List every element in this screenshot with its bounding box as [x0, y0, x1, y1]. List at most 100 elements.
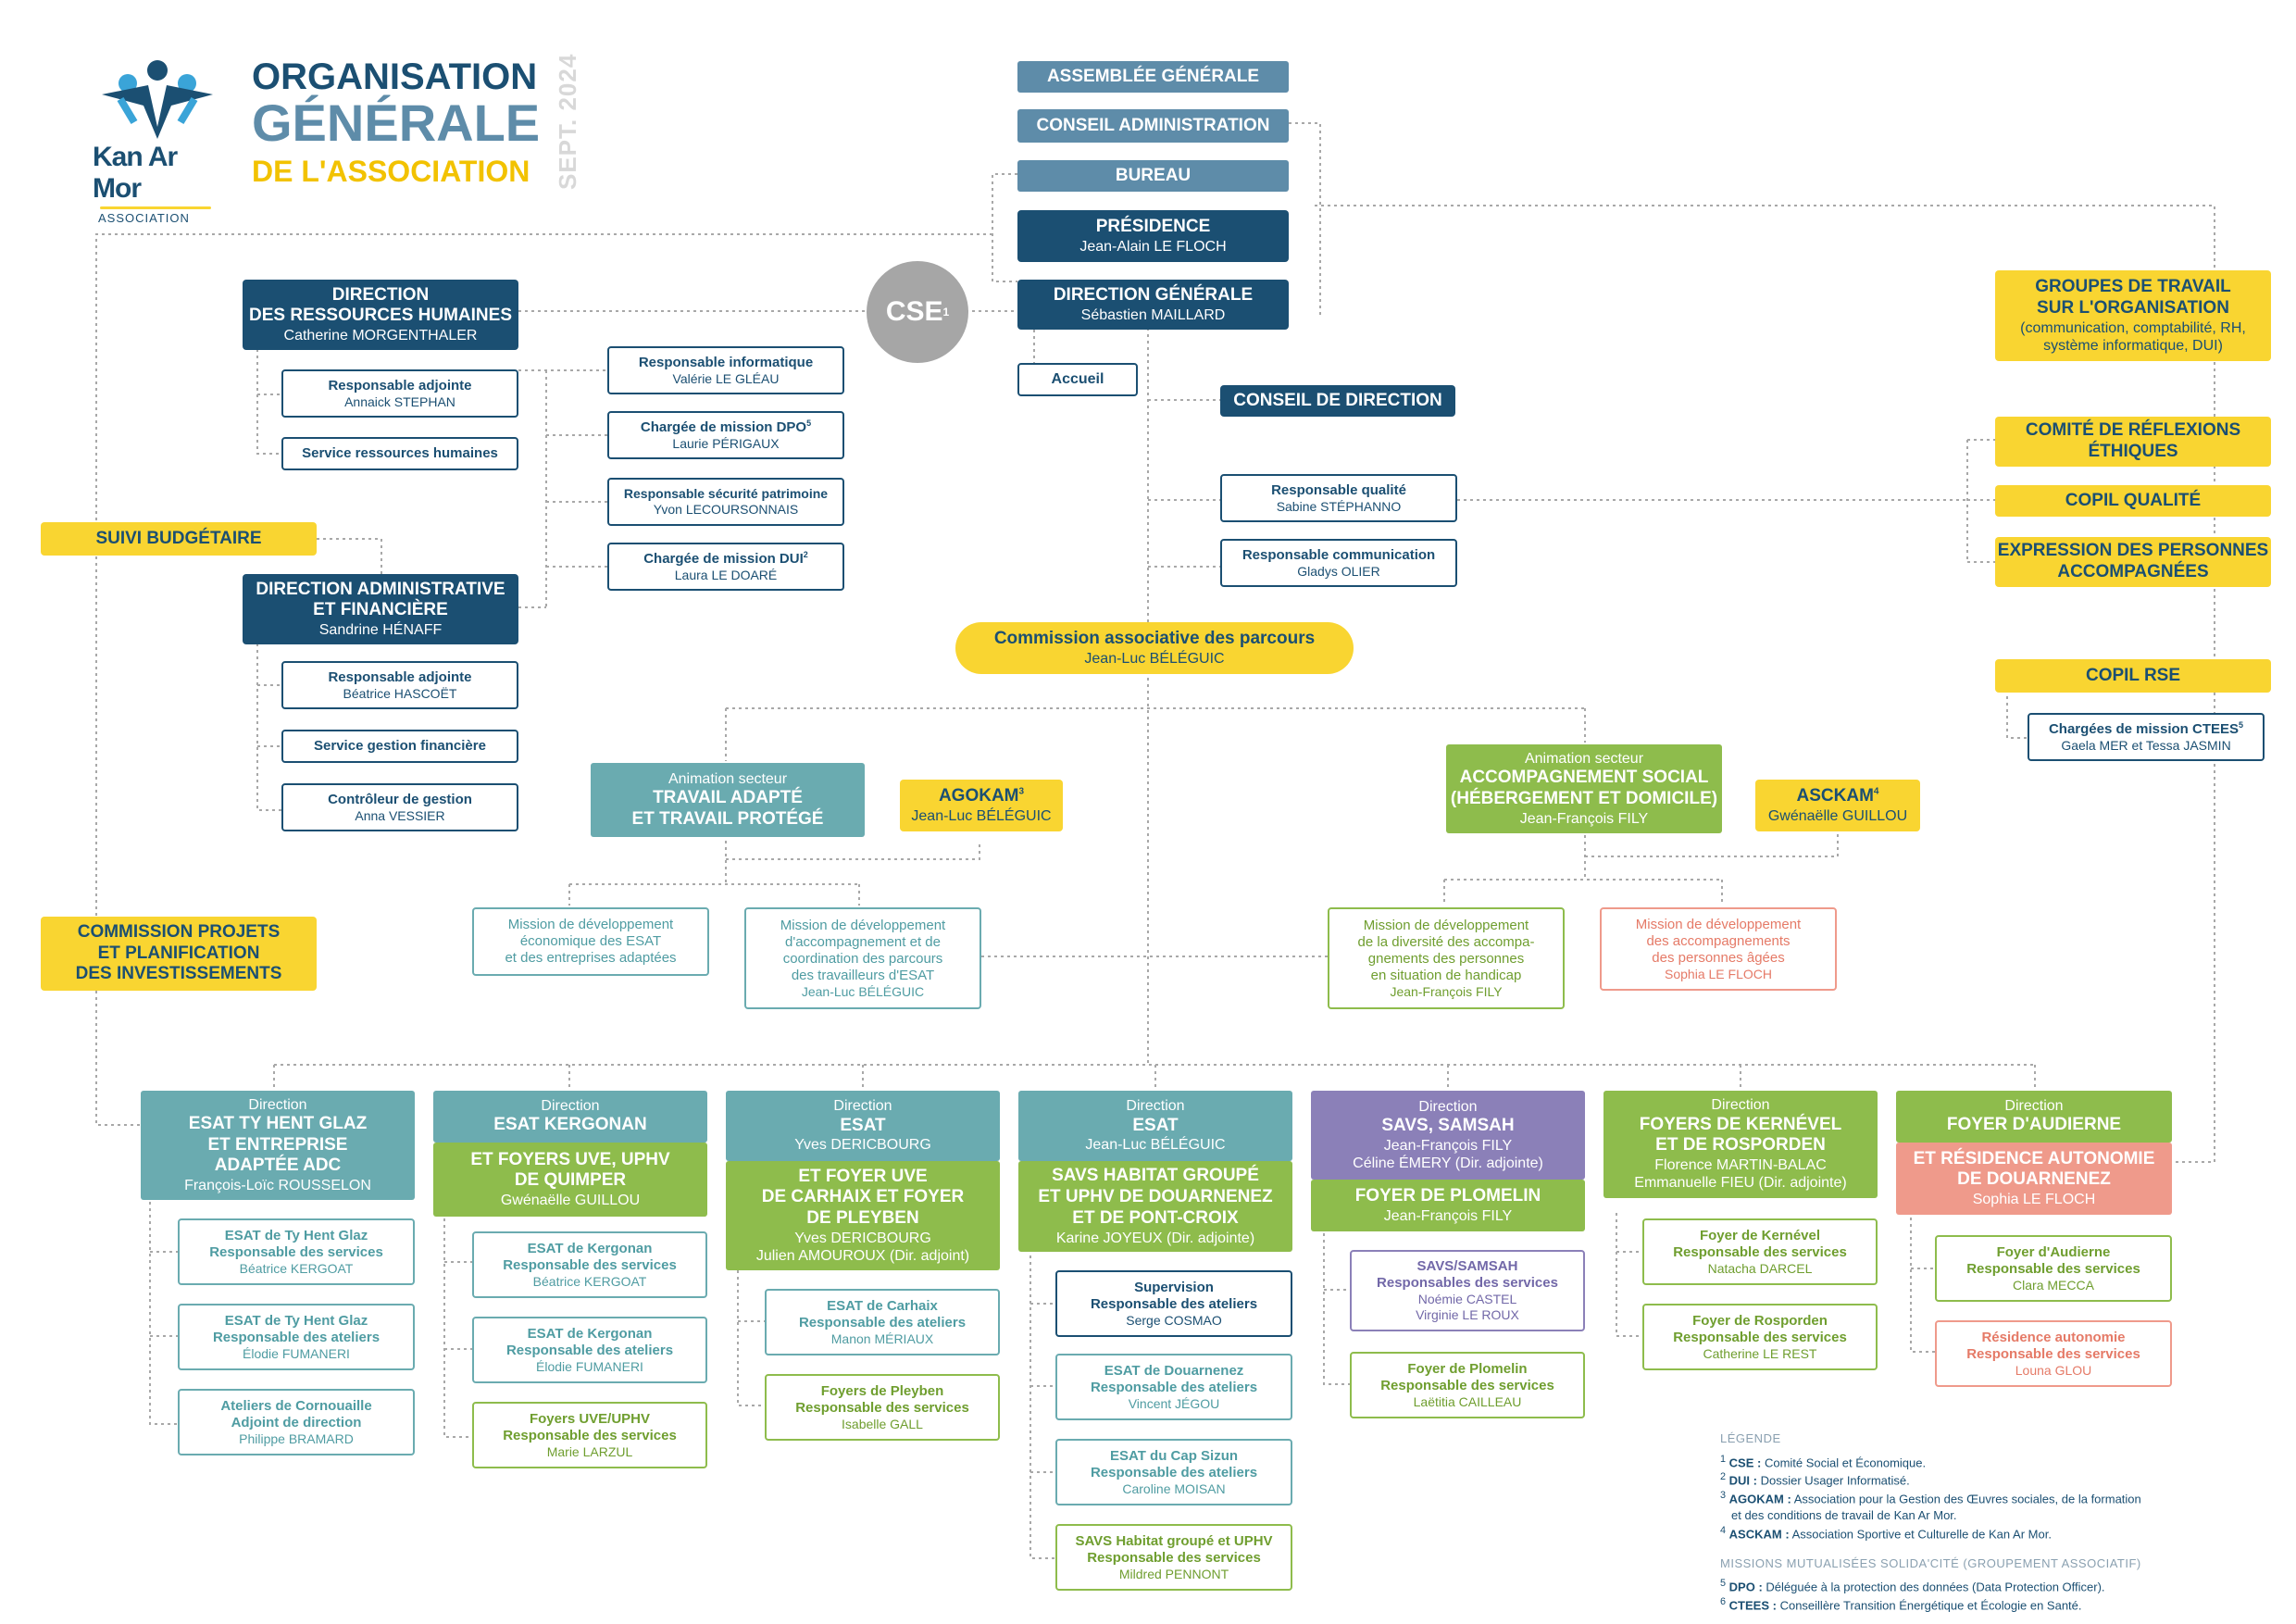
assemblee-generale-box: ASSEMBLÉE GÉNÉRALE	[1017, 61, 1289, 93]
m1-line-2: économique des ESAT	[519, 933, 662, 949]
legend-item-3b: et des conditions de travail de Kan Ar M…	[1720, 1507, 2239, 1524]
commission-projets-line-3: DES INVESTISSEMENTS	[75, 964, 282, 984]
m1-line-1: Mission de développement	[507, 917, 674, 932]
presidence-box: PRÉSIDENCE Jean-Alain LE FLOCH	[1017, 210, 1289, 262]
e6-t2: ET DE ROSPORDEN	[1655, 1135, 1826, 1156]
legend-item-5-n: 5	[1720, 1578, 1727, 1590]
drh-name: Catherine MORGENTHALER	[283, 328, 478, 344]
secteur-social-name: Jean-François FILY	[1519, 810, 1649, 827]
e3-sub-2-a: Foyers de Pleyben	[820, 1382, 944, 1399]
e3-g2: DE CARHAIX ET FOYER	[761, 1187, 965, 1207]
m3-line-2: de la diversité des accompa-	[1357, 933, 1535, 950]
staff-securite-name: Yvon LECOURSONNAIS	[653, 502, 799, 517]
ctees-sup: 5	[2239, 720, 2244, 731]
legend-item-3: 3 AGOKAM : Association pour la Gestion d…	[1720, 1489, 2239, 1507]
staff-dui-box: Chargée de mission DUI2 Laura LE DOARÉ	[607, 543, 844, 591]
commission-projets-line-2: ET PLANIFICATION	[97, 943, 260, 963]
cse-sup: 1	[942, 306, 950, 319]
etab-savs-douarnenez-box: SAVS HABITAT GROUPÉ ET UPHV DE DOUARNENE…	[1018, 1161, 1292, 1252]
secteur-social-t2: (HÉBERGEMENT ET DOMICILE)	[1450, 789, 1718, 808]
e1-direction: Direction	[248, 1096, 307, 1113]
legend-item-5-v: Déléguée à la protection des données (Da…	[1766, 1580, 2105, 1594]
e3-sub-2: Foyers de Pleyben Responsable des servic…	[765, 1374, 1000, 1441]
ctees-title: Chargées de mission CTEES5	[2049, 720, 2243, 738]
drh-box: DIRECTION DES RESSOURCES HUMAINES Cather…	[243, 280, 518, 350]
e4-t1: ESAT	[1132, 1115, 1179, 1135]
ctees-title-text: Chargées de mission CTEES	[2048, 721, 2240, 738]
accueil-box: Accueil	[1017, 363, 1138, 396]
e4-sub-1-b: Responsable des ateliers	[1090, 1295, 1258, 1312]
staff-dpo-sup: 5	[806, 418, 812, 429]
e6-sub-1-a: Foyer de Kernével	[1699, 1227, 1821, 1243]
e5-sub-2-c: Laëtitia CAILLEAU	[1413, 1393, 1522, 1409]
asckam-sup: 4	[1873, 786, 1879, 797]
e6-sub-1-c: Natacha DARCEL	[1707, 1260, 1813, 1276]
e1-sub-1-c: Béatrice KERGOAT	[239, 1260, 354, 1276]
etab-foyers-kernevel-box: Direction FOYERS DE KERNÉVEL ET DE ROSPO…	[1603, 1091, 1878, 1198]
e7-sub-2-b: Responsable des services	[1966, 1345, 2140, 1362]
asckam-name: Gwénaëlle GUILLOU	[1767, 807, 1908, 824]
e3-g1: ET FOYER UVE	[798, 1166, 928, 1186]
e1-sub-1-a: ESAT de Ty Hent Glaz	[224, 1227, 368, 1243]
qualite-title: Responsable qualité	[1271, 481, 1406, 498]
presidence-name: Jean-Alain LE FLOCH	[1079, 238, 1227, 255]
e7-sub-1-b: Responsable des services	[1966, 1260, 2140, 1277]
staff-dui-title-text: Chargée de mission DUI	[643, 551, 804, 568]
agokam-title-text: AGOKAM	[938, 786, 1019, 806]
page-title: ORGANISATION GÉNÉRALE DE L'ASSOCIATION	[252, 57, 540, 187]
e5-sub-1-a: SAVS/SAMSAH	[1416, 1258, 1518, 1275]
secteur-travail-t1: TRAVAIL ADAPTÉ	[653, 787, 803, 807]
e4-sub-2-b: Responsable des ateliers	[1090, 1379, 1258, 1395]
responsable-qualite-box: Responsable qualité Sabine STÉPHANNO	[1220, 474, 1457, 522]
asckam-title: ASCKAM4	[1797, 786, 1879, 807]
legend-item-1-k: CSE :	[1728, 1455, 1762, 1469]
logo: Kan Ar Mor ASSOCIATION	[93, 57, 222, 225]
staff-informatique-title: Responsable informatique	[638, 354, 814, 370]
secteur-social-box: Animation secteur ACCOMPAGNEMENT SOCIAL …	[1446, 744, 1722, 833]
e1-t1: ESAT TY HENT GLAZ	[188, 1113, 368, 1133]
e4-sub-1-a: Supervision	[1134, 1279, 1214, 1295]
secteur-travail-t2: ET TRAVAIL PROTÉGÉ	[631, 808, 824, 829]
dg-title: DIRECTION GÉNÉRALE	[1053, 285, 1254, 305]
e4-sub-3: ESAT du Cap Sizun Responsable des atelie…	[1055, 1439, 1292, 1505]
staff-dui-title: Chargée de mission DUI2	[643, 550, 808, 568]
e1-sub-1: ESAT de Ty Hent Glaz Responsable des ser…	[178, 1218, 415, 1285]
e7-direction: Direction	[2004, 1098, 2064, 1114]
e3-sub-2-b: Responsable des services	[795, 1399, 969, 1416]
e6-sub-2-b: Responsable des services	[1673, 1329, 1847, 1345]
drh-adjointe-title: Responsable adjointe	[328, 377, 472, 394]
m2-name: Jean-Luc BÉLÉGUIC	[801, 983, 925, 999]
conseil-direction-box: CONSEIL DE DIRECTION	[1220, 385, 1455, 417]
e2-sub-2-c: Élodie FUMANERI	[536, 1358, 643, 1374]
e4-sub-4-b: Responsable des services	[1087, 1549, 1261, 1566]
qualite-name: Sabine STÉPHANNO	[1276, 498, 1402, 514]
e7-sub-1-a: Foyer d'Audierne	[1996, 1243, 2111, 1260]
parcours-title: Commission associative des parcours	[993, 629, 1316, 648]
etab-savs-samsah-box: Direction SAVS, SAMSAH Jean-François FIL…	[1311, 1091, 1585, 1180]
etab-residence-autonomie-box: ET RÉSIDENCE AUTONOMIE DE DOUARNENEZ Sop…	[1896, 1143, 2172, 1215]
m3-name: Jean-François FILY	[1390, 983, 1503, 999]
e7-sub-1: Foyer d'Audierne Responsable des service…	[1935, 1235, 2172, 1302]
etab-esat-douarnenez-box: Direction ESAT Jean-Luc BÉLÉGUIC	[1018, 1091, 1292, 1161]
e7-sub-2-c: Louna GLOU	[2015, 1362, 2092, 1378]
drh-adjointe-name: Annaick STEPHAN	[344, 394, 455, 409]
commission-projets-box: COMMISSION PROJETS ET PLANIFICATION DES …	[41, 917, 317, 991]
daf-title-2: ET FINANCIÈRE	[313, 600, 448, 620]
dg-name: Sébastien MAILLARD	[1080, 306, 1226, 323]
e3-sub-2-c: Isabelle GALL	[842, 1416, 923, 1431]
e2-g2: DE QUIMPER	[514, 1170, 627, 1191]
m2-line-1: Mission de développement	[780, 917, 946, 933]
legend-item-3-n: 3	[1720, 1490, 1727, 1502]
e4-sub-2-a: ESAT de Douarnenez	[1104, 1362, 1244, 1379]
e3-sub-1-b: Responsable des ateliers	[798, 1314, 967, 1330]
secteur-travail-box: Animation secteur TRAVAIL ADAPTÉ ET TRAV…	[591, 763, 865, 837]
e5-g1: FOYER DE PLOMELIN	[1354, 1186, 1541, 1206]
e3-gname2: Julien AMOUROUX (Dir. adjoint)	[755, 1248, 970, 1265]
staff-securite-box: Responsable sécurité patrimoine Yvon LEC…	[607, 478, 844, 526]
bureau-box: BUREAU	[1017, 160, 1289, 192]
legend-item-2-k: DUI :	[1728, 1473, 1757, 1488]
e1-sub-3: Ateliers de Cornouaille Adjoint de direc…	[178, 1389, 415, 1455]
e3-sub-1: ESAT de Carhaix Responsable des ateliers…	[765, 1289, 1000, 1355]
gt-line-3: (communication, comptabilité, RH,	[2020, 319, 2246, 336]
e1-sub-2-a: ESAT de Ty Hent Glaz	[224, 1312, 368, 1329]
